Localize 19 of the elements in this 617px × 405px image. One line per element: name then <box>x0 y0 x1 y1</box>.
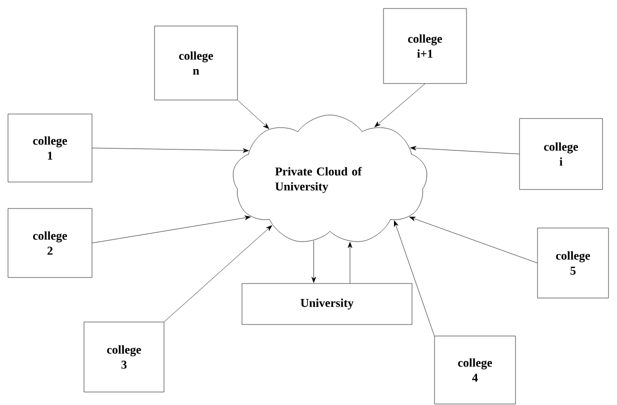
arrow <box>409 216 538 264</box>
college-box: college n <box>154 26 238 100</box>
college-box: college 2 <box>8 208 92 278</box>
college-box: college 1 <box>8 114 92 182</box>
university-box: University <box>242 283 412 325</box>
arrow <box>311 240 316 283</box>
arrow <box>92 148 249 153</box>
college-box: college i <box>519 118 603 190</box>
arrow <box>410 146 520 154</box>
college-box: college 5 <box>537 228 609 298</box>
college-box: college i+1 <box>383 8 467 84</box>
arrow <box>238 100 270 129</box>
arrow <box>374 84 426 128</box>
college-box: college 4 <box>434 336 516 404</box>
arrow <box>394 220 434 336</box>
arrow <box>164 225 272 322</box>
college-box: college 3 <box>84 322 164 392</box>
arrow <box>92 216 251 244</box>
arrow <box>348 242 352 284</box>
